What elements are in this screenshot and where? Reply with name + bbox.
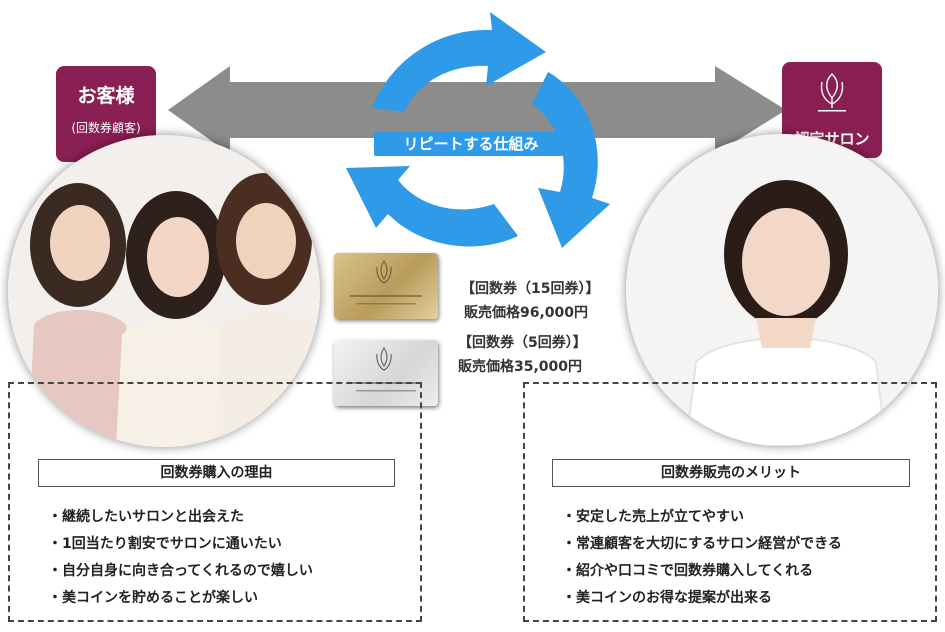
plan15-title: 【回数券（15回券）】 <box>461 281 600 297</box>
customer-badge-subtitle: (回数券顧客) <box>71 121 141 135</box>
sales-merits-list: ・安定した売上が立てやすい ・常連顧客を大切にするサロン経営ができる ・紹介や口… <box>562 504 842 612</box>
cycle-label: リピートする仕組み <box>374 132 568 156</box>
list-item: ・常連顧客を大切にするサロン経営ができる <box>562 536 842 552</box>
repeat-cycle-icon <box>346 12 610 248</box>
customers-photo <box>8 135 320 447</box>
list-item: ・美コインのお得な提案が出来る <box>562 590 772 606</box>
customer-badge-title: お客様 <box>77 85 135 107</box>
list-item: ・紹介や口コミで回数券購入してくれる <box>562 563 814 579</box>
double-arrow-gray <box>168 66 786 154</box>
list-item: ・継続したいサロンと出会えた <box>48 509 244 525</box>
purchase-reasons-box <box>8 382 422 622</box>
list-item: ・美コインを貯めることが楽しい <box>48 590 258 606</box>
salon-staff-photo <box>626 134 938 446</box>
plan5-title: 【回数券（5回券）】 <box>458 335 587 351</box>
salon-staff-illustration <box>626 134 938 446</box>
kaizenbody-logo-icon <box>818 73 846 112</box>
card-emblem-icon <box>350 260 422 305</box>
plan15-price: 販売価格96,000円 <box>464 305 589 321</box>
sales-merits-title: 回数券販売のメリット <box>552 459 910 487</box>
purchase-reasons-list: ・継続したいサロンと出会えた ・1回当たり割安でサロンに通いたい ・自分自身に向… <box>48 504 313 612</box>
ticket-card-gold <box>334 253 438 319</box>
customers-illustration <box>8 135 320 447</box>
sales-merits-box <box>523 382 937 622</box>
list-item: ・安定した売上が立てやすい <box>562 509 744 525</box>
list-item: ・自分自身に向き合ってくれるので嬉しい <box>48 563 313 579</box>
purchase-reasons-title: 回数券購入の理由 <box>38 459 395 487</box>
list-item: ・1回当たり割安でサロンに通いたい <box>48 536 282 552</box>
plan5-price: 販売価格35,000円 <box>458 359 583 375</box>
